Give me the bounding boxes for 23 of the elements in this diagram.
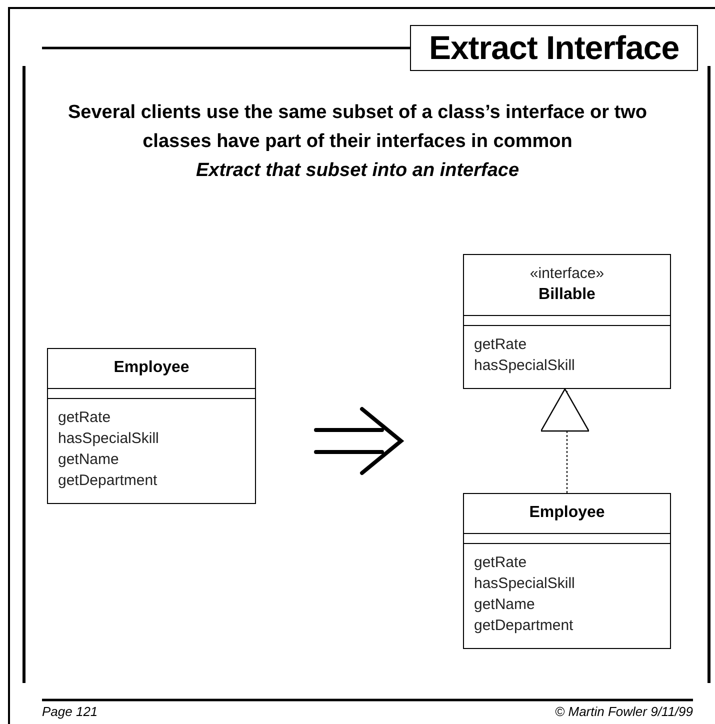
class-box (463, 493, 671, 649)
method-name: hasSpecialSkill (474, 574, 575, 594)
method-name: getName (58, 450, 119, 470)
copyright-note: © Martin Fowler 9/11/99 (555, 704, 693, 719)
problem-statement: Several clients use the same subset of a class’s interface or two classes have part of their interfaces in common (66, 101, 648, 154)
method-name: getDepartment (474, 616, 574, 636)
method-name: hasSpecialSkill (58, 429, 159, 449)
solution-statement: Extract that subset into an interface (194, 159, 520, 183)
method-name: getRate (58, 408, 111, 428)
class-name: Billable (538, 285, 596, 305)
class-box (47, 348, 256, 504)
method-name: getRate (474, 335, 527, 355)
class-box (463, 254, 671, 389)
page-number: Page 121 (42, 704, 98, 719)
class-name: Employee (529, 503, 605, 523)
method-name: getDepartment (58, 471, 158, 491)
realization-arrow (540, 388, 590, 494)
stereotype-label: «interface» (530, 264, 604, 284)
method-name: getName (474, 595, 535, 615)
method-name: getRate (474, 553, 527, 573)
class-name: Employee (114, 358, 190, 378)
method-name: hasSpecialSkill (474, 356, 575, 376)
title: Extract Interface (410, 25, 698, 71)
